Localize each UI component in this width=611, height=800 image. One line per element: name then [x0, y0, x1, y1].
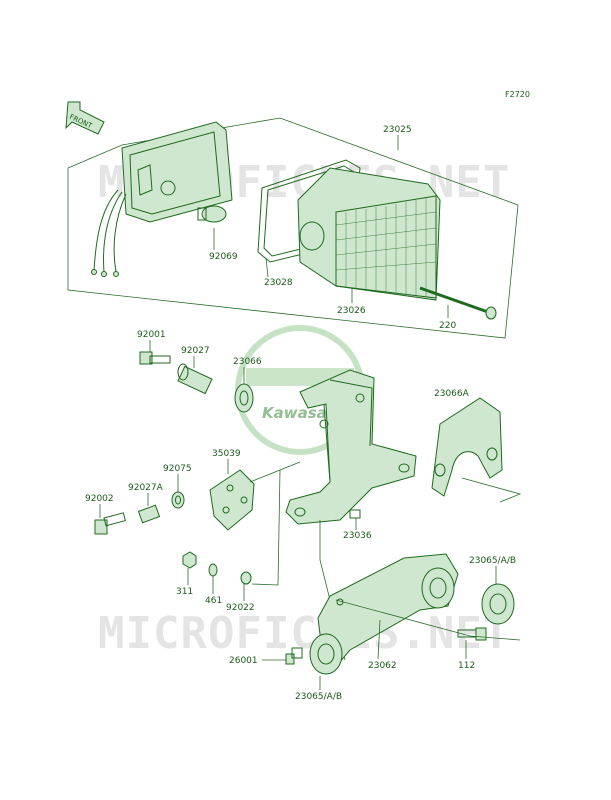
label-23062: 23062	[368, 661, 397, 671]
washer-461	[208, 563, 218, 577]
taillight-lens	[297, 167, 441, 301]
label-23025: 23025	[383, 125, 412, 135]
label-92001: 92001	[137, 330, 166, 340]
front-arrow-icon: FRONT	[65, 101, 105, 135]
label-92002: 92002	[85, 494, 114, 504]
label-461: 461	[205, 596, 222, 606]
label-92027: 92027	[181, 346, 210, 356]
label-92069: 92069	[209, 252, 238, 262]
label-23066A: 23066A	[434, 389, 470, 399]
label-311: 311	[176, 587, 193, 597]
logo-text: Kawasaki	[262, 404, 343, 422]
figure-ref: F2720	[505, 90, 530, 99]
label-35039: 35039	[212, 449, 241, 459]
washer-92022	[240, 571, 252, 585]
label-23036: 23036	[343, 531, 372, 541]
collar-92027A	[137, 504, 161, 524]
connector-26001	[285, 647, 303, 665]
license-bracket-23036	[285, 369, 417, 525]
label-23066: 23066	[233, 357, 262, 367]
label-112: 112	[458, 661, 475, 671]
taillight-base-housing	[121, 121, 233, 223]
bulb-icon	[197, 205, 227, 223]
lens-screw	[419, 286, 497, 320]
bolt-92002	[94, 512, 127, 535]
grommet-23066	[234, 383, 254, 413]
reflector-23065-lower	[309, 633, 343, 675]
label-23028: 23028	[264, 278, 293, 288]
label-92075: 92075	[163, 464, 192, 474]
label-23026: 23026	[337, 306, 366, 316]
label-23065AB-top: 23065/A/B	[469, 556, 516, 566]
bolt-92001	[139, 351, 171, 365]
label-92027A: 92027A	[128, 483, 164, 493]
reflector-23065-upper	[421, 567, 455, 609]
washer-92075	[171, 491, 185, 509]
wire-harness	[91, 189, 127, 277]
bolt-112	[457, 627, 487, 641]
collar-92027	[177, 363, 213, 395]
taillight-assembly-outline	[67, 117, 519, 339]
reflector-23065-right	[481, 583, 515, 625]
plate-35039	[209, 469, 255, 531]
nut-311	[182, 551, 197, 569]
label-92022: 92022	[226, 603, 255, 613]
label-23065AB-bottom: 23065/A/B	[295, 692, 342, 702]
bracket-23066A	[431, 397, 503, 497]
watermark-bottom: MICROFICHES.NET	[98, 608, 510, 659]
label-220: 220	[439, 321, 456, 331]
label-26001: 26001	[229, 656, 258, 666]
